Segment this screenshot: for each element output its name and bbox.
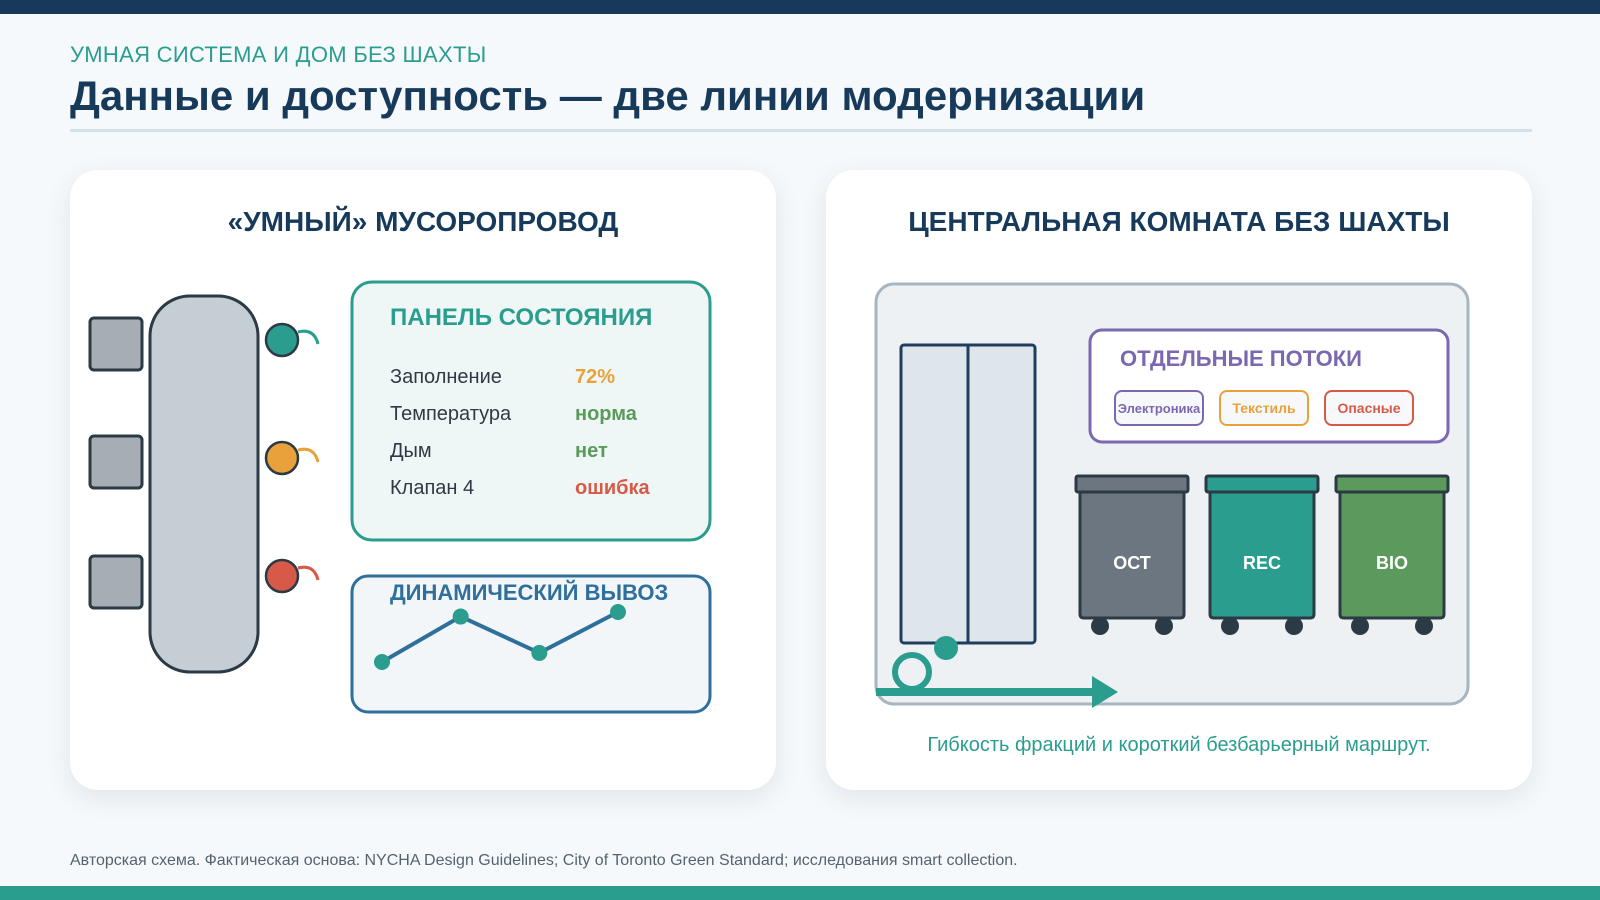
page-title: Данные и доступность — две линии модерни… xyxy=(70,72,1146,119)
shaftless-room-diagram xyxy=(874,282,1470,708)
status-smoke-value: нет xyxy=(575,440,608,462)
status-panel-title: ПАНЕЛЬ СОСТОЯНИЯ xyxy=(390,304,653,331)
page-subtitle: УМНАЯ СИСТЕМА И ДОМ БЕЗ ШАХТЫ xyxy=(70,42,487,67)
bin-wheel xyxy=(1155,617,1173,635)
bin-wheel xyxy=(1285,617,1303,635)
title-divider xyxy=(70,129,1532,132)
stream-textile: Текстиль xyxy=(1219,390,1309,426)
streams-panel-title: ОТДЕЛЬНЫЕ ПОТОКИ xyxy=(1120,346,1362,371)
bottom-accent-bar xyxy=(0,886,1600,900)
bin-lid-2 xyxy=(1204,474,1320,494)
bin-wheel xyxy=(1415,617,1433,635)
trend-point-3 xyxy=(531,644,548,661)
smart-chute-title: «УМНЫЙ» МУСОРОПРОВОД xyxy=(227,206,619,237)
sensor-2 xyxy=(264,440,300,476)
sensor-signal-3 xyxy=(297,565,320,581)
top-accent-bar xyxy=(0,0,1600,14)
status-fill-value: 72% xyxy=(575,366,616,388)
bins-group xyxy=(1074,474,1450,635)
smart-chute-card: «УМНЫЙ» МУСОРОПРОВОД ПАНЕЛЬ СОСТОЯНИЯ За… xyxy=(70,170,776,790)
status-valve-label: Клапан 4 xyxy=(390,477,475,499)
status-temperature-label: Температура xyxy=(390,403,512,425)
shaftless-room-card: ЦЕНТРАЛЬНАЯ КОМНАТА БЕЗ ШАХТЫ ОТДЕЛЬНЫЕ … xyxy=(826,170,1532,790)
shaftless-room-title: ЦЕНТРАЛЬНАЯ КОМНАТА БЕЗ ШАХТЫ xyxy=(908,206,1450,237)
trend-point-4 xyxy=(610,604,626,620)
route-wheel-right xyxy=(934,636,958,660)
route-arrow-head xyxy=(1092,676,1118,708)
sensor-1 xyxy=(264,322,300,358)
chute-shaft xyxy=(148,294,260,674)
bin-label-organic: BIO xyxy=(1375,553,1408,573)
bin-wheel xyxy=(1091,617,1109,635)
trend-point-1 xyxy=(374,654,390,670)
sensor-signal-1 xyxy=(297,329,320,345)
bin-wheel xyxy=(1221,617,1239,635)
route-arrow-shaft xyxy=(876,688,1108,696)
bin-lid-3 xyxy=(1334,474,1450,494)
bin-wheel xyxy=(1351,617,1369,635)
bin-body-1 xyxy=(1078,490,1186,620)
trend-point-2 xyxy=(452,608,469,625)
hopper-door-1 xyxy=(88,316,144,372)
smart-chute-diagram xyxy=(88,280,712,714)
status-temperature-value: норма xyxy=(575,403,637,425)
bin-lid-1 xyxy=(1074,474,1190,494)
status-panel xyxy=(350,280,712,542)
bin-body-2 xyxy=(1208,490,1316,620)
bin-label-recycling: REC xyxy=(1242,553,1281,573)
status-smoke-label: Дым xyxy=(390,440,432,462)
bin-body-3 xyxy=(1338,490,1446,620)
hopper-door-2 xyxy=(88,434,144,490)
hopper-door-3 xyxy=(88,554,144,610)
stream-hazardous: Опасные xyxy=(1324,390,1414,426)
status-fill-label: Заполнение xyxy=(390,366,502,388)
pickup-trend-line xyxy=(374,604,626,670)
sensor-signal-2 xyxy=(297,447,320,463)
status-valve-value: ошибка xyxy=(575,477,650,499)
trend-line xyxy=(380,610,619,664)
bin-label-residual: ОСТ xyxy=(1113,553,1151,573)
room-caption: Гибкость фракций и короткий безбарьерный… xyxy=(927,734,1431,756)
stream-electronics: Электроника xyxy=(1114,390,1204,426)
pickup-panel-title: ДИНАМИЧЕСКИЙ ВЫВОЗ xyxy=(390,580,669,605)
sensor-3 xyxy=(264,558,300,594)
sensors-group xyxy=(264,322,320,594)
source-footnote: Авторская схема. Фактическая основа: NYC… xyxy=(70,852,1018,869)
